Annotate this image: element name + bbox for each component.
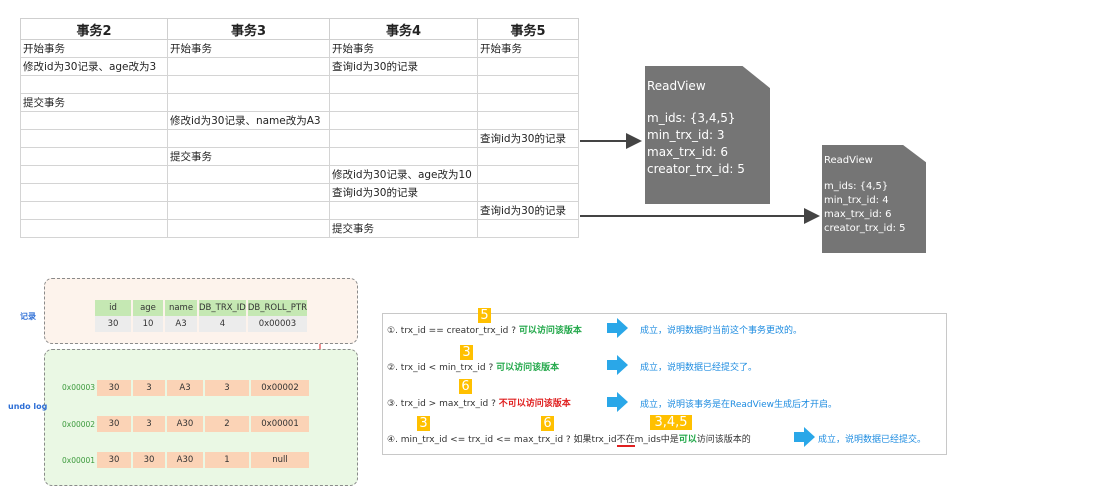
record-row: 30 10 A3 4 0x00003 bbox=[95, 316, 308, 332]
record-cell: 10 bbox=[133, 316, 163, 332]
rule-tail: 访问该版本的 bbox=[696, 435, 751, 445]
rule-condition: ③. trx_id > max_trx_id ? bbox=[387, 399, 499, 409]
record-header-row: id age name DB_TRX_ID DB_ROLL_PTR bbox=[95, 300, 308, 316]
rule-4: ④. min_trx_id <= trx_id <= max_trx_id ? … bbox=[387, 432, 751, 447]
undo-cell: A30 bbox=[167, 452, 203, 468]
visibility-rules-panel bbox=[382, 313, 947, 455]
readview-min-trx-id: min_trx_id: 3 bbox=[647, 128, 725, 142]
table-row: 修改id为30记录、name改为A3 bbox=[20, 111, 579, 130]
rule-condition: ①. trx_id == creator_trx_id ? bbox=[387, 326, 519, 336]
table-row: 查询id为30的记录 bbox=[20, 129, 579, 148]
undo-cell: 3 bbox=[205, 380, 249, 396]
badge-r4-min-3: 3 bbox=[417, 416, 430, 431]
rule-verdict: 不可以访问该版本 bbox=[498, 399, 571, 409]
rule-2: ②. trx_id < min_trx_id ? 可以访问该版本 bbox=[387, 360, 559, 373]
undo-cell: 30 bbox=[97, 380, 131, 396]
badge-creator-5: 5 bbox=[478, 308, 491, 323]
rule-condition: ④. min_trx_id <= trx_id <= max_trx_id ? … bbox=[387, 435, 617, 445]
badge-max-6: 6 bbox=[459, 379, 472, 394]
table-cell: 查询id为30的记录 bbox=[477, 129, 579, 148]
readview-max-trx-id: max_trx_id: 6 bbox=[647, 145, 729, 159]
undo-address: 0x00001 bbox=[62, 456, 96, 465]
readview-card-1: ReadView m_ids: {3,4,5} min_trx_id: 3 ma… bbox=[645, 66, 770, 204]
record-column-header: name bbox=[165, 300, 197, 316]
record-column-header: DB_ROLL_PTR bbox=[247, 300, 308, 316]
rule-3-result: 成立，说明该事务是在ReadView生成后才开启。 bbox=[640, 400, 837, 410]
table-cell: 开始事务 bbox=[20, 39, 168, 58]
record-label: 记录 bbox=[20, 312, 36, 321]
right-arrow-icon bbox=[794, 427, 815, 447]
undo-row: 30 30 A30 1 null bbox=[95, 452, 311, 468]
undo-cell: 0x00002 bbox=[251, 380, 309, 396]
rule-verdict: 可以 bbox=[678, 435, 697, 445]
undo-cell: null bbox=[251, 452, 309, 468]
table-cell: 查询id为30的记录 bbox=[329, 183, 478, 202]
table-cell bbox=[477, 219, 579, 238]
rule-mid: m_ids中是 bbox=[634, 435, 679, 445]
record-column-header: age bbox=[133, 300, 163, 316]
undo-address: 0x00002 bbox=[62, 420, 96, 429]
rule-verdict: 可以访问该版本 bbox=[518, 326, 582, 336]
undo-cell: 3 bbox=[133, 416, 165, 432]
record-column-header: id bbox=[95, 300, 131, 316]
badge-min-3: 3 bbox=[460, 345, 473, 360]
rule-verdict: 可以访问该版本 bbox=[496, 363, 560, 373]
transaction-table: 事务2 事务3 事务4 事务5 开始事务开始事务开始事务开始事务修改id为30记… bbox=[20, 18, 579, 238]
undo-cell: 2 bbox=[205, 416, 249, 432]
badge-r4-mids: 3,4,5 bbox=[650, 415, 692, 430]
readview-m-ids: m_ids: {4,5} bbox=[824, 181, 889, 192]
record-column-header: DB_TRX_ID bbox=[199, 300, 246, 316]
record-cell: 30 bbox=[95, 316, 131, 332]
undo-cell: A3 bbox=[167, 380, 203, 396]
right-arrow-icon bbox=[607, 355, 628, 375]
rule-1: ①. trx_id == creator_trx_id ? 可以访问该版本 bbox=[387, 323, 582, 336]
rule-not-in: 不在 bbox=[616, 435, 635, 447]
right-arrow-icon bbox=[607, 318, 628, 338]
table-row: 提交事务 bbox=[20, 219, 579, 238]
readview-title: ReadView bbox=[647, 79, 706, 93]
readview-max-trx-id: max_trx_id: 6 bbox=[824, 209, 892, 220]
readview-creator-trx-id: creator_trx_id: 5 bbox=[647, 162, 745, 176]
undo-row: 30 3 A3 3 0x00002 bbox=[95, 380, 311, 396]
undo-cell: 30 bbox=[97, 416, 131, 432]
record-cell: A3 bbox=[165, 316, 197, 332]
rule-4-result: 成立，说明数据已经提交。 bbox=[818, 435, 927, 445]
rule-2-result: 成立，说明数据已经提交了。 bbox=[640, 363, 758, 373]
readview-m-ids: m_ids: {3,4,5} bbox=[647, 111, 736, 125]
rule-3: ③. trx_id > max_trx_id ? 不可以访问该版本 bbox=[387, 396, 571, 409]
badge-r4-max-6: 6 bbox=[541, 416, 554, 431]
table-row bbox=[20, 75, 579, 94]
readview-min-trx-id: min_trx_id: 4 bbox=[824, 195, 889, 206]
readview-creator-trx-id: creator_trx_id: 5 bbox=[824, 223, 906, 234]
right-arrow-icon bbox=[607, 392, 628, 412]
undo-log-label: undo log bbox=[8, 402, 48, 411]
record-table: id age name DB_TRX_ID DB_ROLL_PTR 30 10 … bbox=[93, 300, 309, 332]
record-cell: 0x00003 bbox=[247, 316, 308, 332]
table-row: 查询id为30的记录 bbox=[20, 201, 579, 220]
undo-cell: 30 bbox=[97, 452, 131, 468]
table-cell: 提交事务 bbox=[329, 219, 478, 238]
record-cell: 4 bbox=[199, 316, 246, 332]
undo-cell: A30 bbox=[167, 416, 203, 432]
table-cell: 修改id为30记录、age改为10 bbox=[329, 165, 478, 184]
undo-address: 0x00003 bbox=[62, 383, 96, 392]
undo-cell: 1 bbox=[205, 452, 249, 468]
undo-cell: 3 bbox=[133, 380, 165, 396]
readview-title: ReadView bbox=[824, 155, 873, 166]
undo-row: 30 3 A30 2 0x00001 bbox=[95, 416, 311, 432]
undo-cell: 0x00001 bbox=[251, 416, 309, 432]
readview-card-2: ReadView m_ids: {4,5} min_trx_id: 4 max_… bbox=[822, 145, 926, 253]
rule-condition: ②. trx_id < min_trx_id ? bbox=[387, 363, 497, 373]
rule-1-result: 成立，说明数据时当前这个事务更改的。 bbox=[640, 326, 803, 336]
undo-cell: 30 bbox=[133, 452, 165, 468]
